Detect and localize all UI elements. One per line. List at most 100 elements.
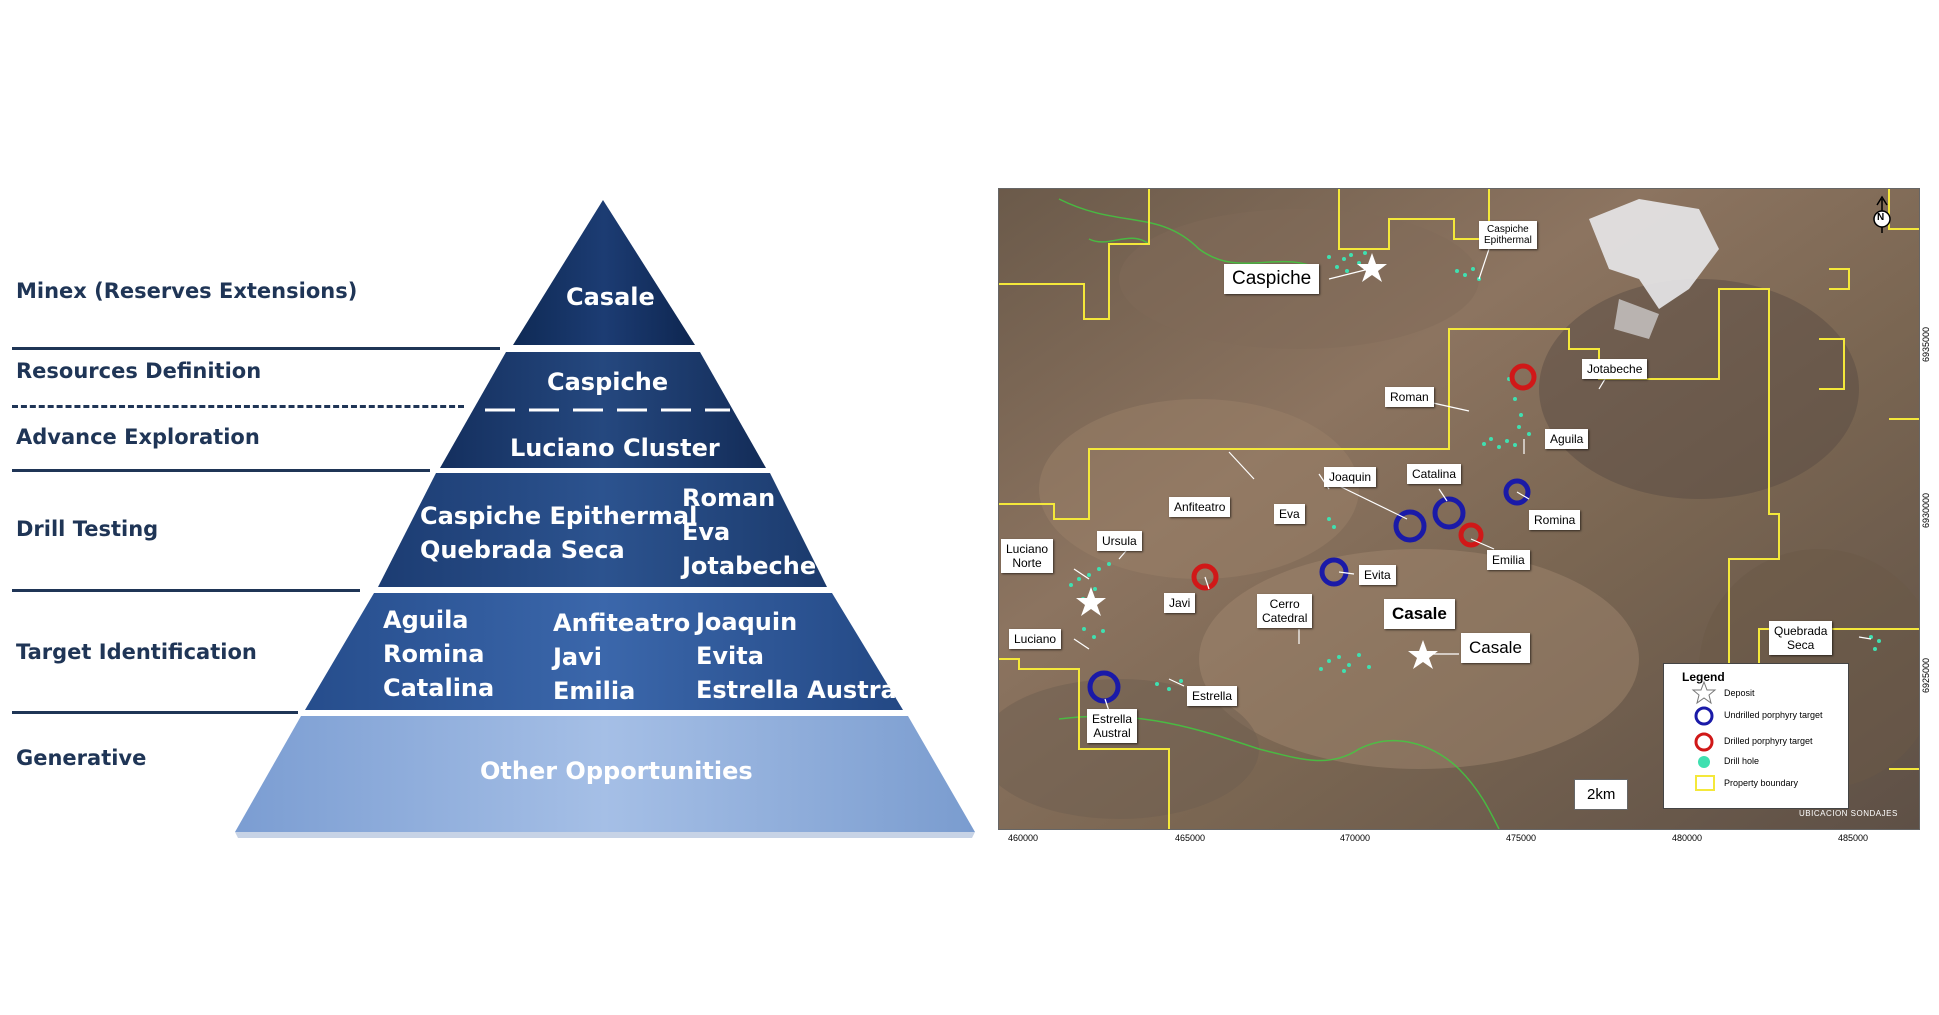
callout-roman: Roman <box>1385 387 1434 407</box>
callout-jotabeche: Jotabeche <box>1582 359 1648 379</box>
pyramid-item: Estrella Austra <box>696 676 897 704</box>
pyramid-item: Anfiteatro <box>553 609 691 637</box>
callout-line: Caspiche <box>1487 224 1529 235</box>
callout-line: Catedral <box>1262 611 1308 625</box>
property-boundary <box>1888 189 1919 230</box>
north-arrow-icon <box>1873 195 1891 233</box>
callout-anfiteatro: Anfiteatro <box>1169 497 1231 517</box>
stage-label-target: Target Identification <box>16 640 257 664</box>
pyramid-tier-target-col1: Aguila Romina Catalina <box>383 603 494 705</box>
pyramid-item: Romina <box>383 640 485 668</box>
callout-cerro-catedral: Cerro Catedral <box>1257 594 1313 628</box>
callout-estrella-austral: Estrella Austral <box>1087 709 1138 743</box>
legend-undrilled-label: Undrilled porphyry target <box>1724 710 1823 720</box>
callout-line: Seca <box>1787 638 1815 652</box>
pyramid-tier-drill-col1: Caspiche Epithermal Quebrada Seca <box>420 499 697 567</box>
pyramid-tier-generative <box>235 716 975 832</box>
callout-romina: Romina <box>1529 510 1581 530</box>
callout-eva: Eva <box>1274 504 1305 524</box>
callout-line: Luciano <box>1006 542 1049 556</box>
pyramid-tier-target <box>305 593 903 710</box>
callout-line: Cerro <box>1269 597 1300 611</box>
pyramid-item: Aguila <box>383 606 469 634</box>
callout-evita: Evita <box>1359 565 1396 585</box>
property-map: N Caspiche Caspiche Epithermal Jotabeche… <box>998 188 1920 830</box>
callout-line: Norte <box>1012 556 1042 570</box>
stage-label-generative: Generative <box>16 746 147 770</box>
undrilled-target-catalina <box>1432 496 1466 530</box>
legend-title: Legend <box>1682 670 1725 684</box>
pyramid-item: Jotabeche <box>682 552 817 580</box>
pyramid-tier-advance-label: Luciano Cluster <box>510 434 720 462</box>
pyramid-tier-drill-col2: Roman Eva Jotabeche <box>682 481 816 583</box>
callout-line: Epithermal <box>1484 235 1532 246</box>
y-tick: 6935000 <box>1921 326 1931 362</box>
callout-estrella: Estrella <box>1187 686 1238 706</box>
legend-drillhole-label: Drill hole <box>1724 756 1760 766</box>
river <box>1058 198 1500 829</box>
callout-luciano-norte: Luciano Norte <box>1001 539 1054 573</box>
pyramid-item: Catalina <box>383 674 495 702</box>
pyramid-item: Javi <box>553 643 602 671</box>
deposit-star-caspiche <box>1357 253 1387 282</box>
undrilled-target-estrella-austral <box>1087 670 1121 704</box>
legend-star-icon <box>1691 680 1717 705</box>
pyramid-tier-minex <box>513 200 695 345</box>
x-tick: 485000 <box>1838 833 1869 843</box>
property-boundary <box>999 288 1919 670</box>
y-tick: 6930000 <box>1921 492 1931 528</box>
pyramid-tier-drill <box>378 473 827 587</box>
legend-boundary-icon <box>1695 775 1715 791</box>
callout-aguila: Aguila <box>1545 429 1589 449</box>
map-legend: Legend Deposit Undrilled porphyry target… <box>1663 663 1849 809</box>
pyramid-tier-target-col2: Anfiteatro Javi Emilia <box>553 606 690 708</box>
drilled-target-jotabeche <box>1509 363 1537 391</box>
callout-caspiche: Caspiche <box>1224 264 1320 294</box>
legend-undrilled-icon <box>1694 706 1714 726</box>
callout-luciano: Luciano <box>1009 629 1062 649</box>
callout-javi: Javi <box>1164 593 1196 613</box>
drilled-target-emilia <box>1458 522 1484 548</box>
undrilled-target-joaquin <box>1393 509 1427 543</box>
callout-line: Quebrada <box>1774 624 1828 638</box>
stage-divider <box>12 347 500 350</box>
exploration-pyramid <box>235 200 975 838</box>
x-tick: 460000 <box>1008 833 1039 843</box>
pyramid-tier-target-col3: Joaquin Evita Estrella Austra <box>696 605 897 707</box>
legend-symbols <box>1691 680 1717 791</box>
x-tick: 465000 <box>1175 833 1206 843</box>
pyramid-tier-bottom-shadow <box>235 832 975 838</box>
y-tick: 6925000 <box>1921 657 1931 693</box>
pyramid-item: Eva <box>682 518 731 546</box>
stage-divider <box>12 711 298 714</box>
stage-label-drill: Drill Testing <box>16 517 159 541</box>
property-boundary <box>1829 268 1850 290</box>
x-tick: 480000 <box>1672 833 1703 843</box>
pyramid-tier-minex-label: Casale <box>566 283 655 311</box>
map-watermark: UBICACION SONDAJES <box>1799 809 1898 818</box>
callout-catalina: Catalina <box>1407 464 1462 484</box>
callout-line: Estrella <box>1092 712 1133 726</box>
stage-label-minex: Minex (Reserves Extensions) <box>16 279 358 303</box>
callout-quebrada-seca: Quebrada Seca <box>1769 621 1833 655</box>
scale-bar: 2km <box>1574 779 1629 810</box>
stage-label-advance: Advance Exploration <box>16 425 260 449</box>
stage-divider <box>12 469 430 472</box>
stage-divider-dashed <box>12 405 464 408</box>
x-tick: 470000 <box>1340 833 1371 843</box>
callout-casale-title: Casale <box>1384 599 1455 629</box>
drill-holes <box>1069 251 1881 691</box>
callout-casale: Casale <box>1461 633 1530 663</box>
legend-deposit-label: Deposit <box>1724 688 1755 698</box>
undrilled-target-evita <box>1319 557 1349 587</box>
callout-emilia: Emilia <box>1487 550 1530 570</box>
pyramid-item: Roman <box>682 484 776 512</box>
legend-drilled-label: Drilled porphyry target <box>1724 736 1813 746</box>
property-boundary <box>999 189 1150 320</box>
pyramid-item: Caspiche Epithermal <box>420 502 698 530</box>
callout-line: Austral <box>1093 726 1131 740</box>
snow-field <box>1589 199 1719 309</box>
x-tick: 475000 <box>1506 833 1537 843</box>
pyramid-item: Quebrada Seca <box>420 536 625 564</box>
pyramid-item: Joaquin <box>696 608 798 636</box>
